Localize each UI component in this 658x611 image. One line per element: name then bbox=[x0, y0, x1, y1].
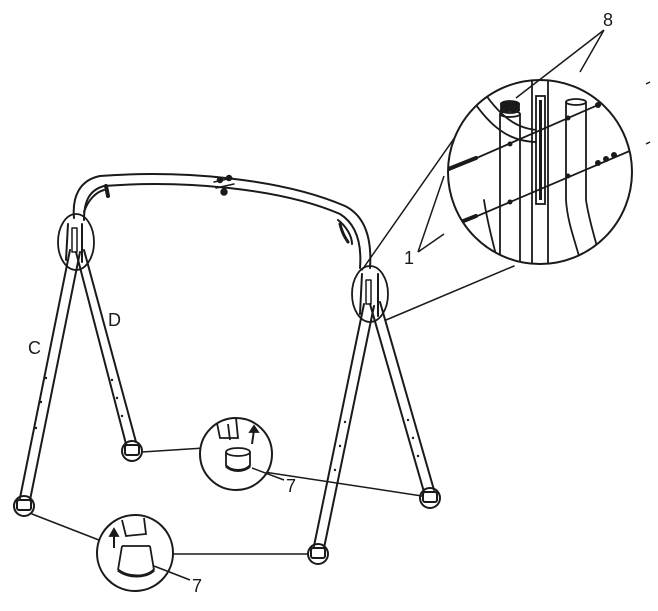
cap-left bbox=[500, 100, 520, 114]
leg-right-front bbox=[313, 303, 365, 547]
top-bar bbox=[72, 173, 372, 269]
right-joint-highlight bbox=[351, 265, 389, 323]
top-bar-clamp bbox=[213, 174, 235, 196]
leg-c bbox=[19, 249, 71, 499]
label-cap-part: 8 bbox=[603, 10, 613, 30]
detail-magnifier bbox=[417, 29, 651, 265]
right-hanger bbox=[338, 222, 350, 244]
top-bar-inner bbox=[83, 183, 362, 269]
foot-right-back bbox=[419, 487, 441, 509]
swing-frame bbox=[13, 109, 515, 565]
label-foot-cap-front: 7 bbox=[192, 576, 202, 596]
left-joint-highlight bbox=[57, 213, 95, 271]
foot-magnifier-front bbox=[96, 514, 191, 592]
foot-right-front bbox=[307, 543, 329, 565]
label-leg-d: D bbox=[108, 310, 121, 330]
left-hanger bbox=[104, 184, 110, 198]
foot-left-front bbox=[13, 495, 35, 517]
foot-left-back bbox=[121, 440, 143, 462]
leg-d bbox=[75, 251, 127, 445]
leg-right-back bbox=[369, 303, 425, 493]
leg-holes bbox=[34, 376, 420, 472]
label-leg-c: C bbox=[28, 338, 41, 358]
cap-right bbox=[566, 80, 586, 86]
right-sleeve bbox=[359, 273, 379, 317]
label-bolt-part: 1 bbox=[404, 248, 414, 268]
left-sleeve bbox=[65, 223, 83, 263]
label-foot-cap-back: 7 bbox=[286, 476, 296, 496]
foot-magnifier-back bbox=[199, 417, 285, 491]
